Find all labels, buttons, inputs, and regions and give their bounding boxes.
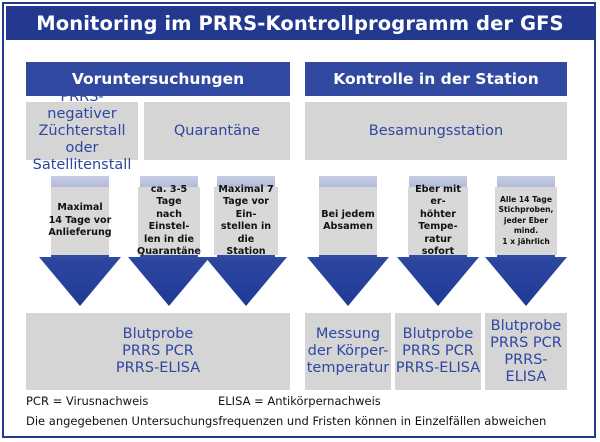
result-messung-temperatur: Messung der Körper- temperatur (305, 313, 391, 390)
location-zuechterstall-line: PRRS-negativer (47, 88, 117, 122)
arrow-label-line: Quarantäne (137, 246, 201, 257)
result-line: PRRS PCR (122, 343, 194, 359)
location-quarantaene: Quarantäne (144, 102, 290, 160)
arrow-label-line: Eber mit er- (415, 183, 461, 208)
location-zuechterstall: PRRS-negativer Züchterstall oder Satelli… (26, 89, 138, 173)
location-besamungsstation-label: Besamungsstation (368, 122, 504, 139)
arrow-label-line: jeder Eber mind. (503, 215, 549, 236)
result-line: PRRS PCR (490, 334, 562, 351)
arrow-label-line: Absamen (323, 221, 373, 232)
location-zuechterstall-line: Satellitenstall (32, 156, 132, 173)
result-line: Messung (315, 326, 381, 342)
legend-pcr: PCR = Virusnachweis (26, 394, 149, 408)
arrow-label-line: Bei jedem (321, 208, 375, 220)
result-line: Blutprobe (490, 317, 562, 334)
result-blutprobe-stichproben: Blutprobe PRRS PCR PRRS-ELISA (485, 313, 567, 390)
result-line: PRRS-ELISA (504, 351, 548, 385)
arrow-label-line: Alle 14 Tage (500, 194, 552, 204)
arrow-label-line: ratur sofort (421, 233, 455, 258)
result-blutprobe-voruntersuchung: Blutprobe PRRS PCR PRRS-ELISA (26, 313, 290, 390)
location-zuechterstall-line: Züchterstall oder (38, 122, 126, 156)
arrow-label-line: len in die (143, 233, 195, 245)
result-line: Blutprobe (402, 326, 474, 342)
result-line: PRRS PCR (402, 343, 474, 359)
arrow-label-line: stellen in die (220, 221, 272, 245)
result-line: temperatur (306, 360, 390, 376)
diagram-title: Monitoring im PRRS-Kontrollprogramm der … (6, 6, 594, 40)
arrow-label-line: Maximal 7 (218, 183, 274, 195)
result-line: PRRS-ELISA (115, 360, 201, 376)
arrow-label-line: höhter Tempe- (418, 208, 458, 233)
location-besamungsstation: Besamungsstation (305, 102, 567, 160)
arrow-label-line: Tage vor Ein- (222, 196, 270, 220)
result-line: der Körper- (307, 343, 389, 359)
result-blutprobe-eber: Blutprobe PRRS PCR PRRS-ELISA (395, 313, 481, 390)
arrow-label-line: 1 x jährlich (502, 236, 550, 246)
arrow-label-line: Stichproben, (498, 205, 554, 215)
location-quarantaene-label: Quarantäne (173, 122, 261, 139)
arrow-label-line: Anlieferung (48, 227, 112, 239)
legend-elisa: ELISA = Antikörpernachweis (218, 394, 381, 408)
arrow-label-line: nach Einstel- (148, 208, 190, 233)
arrow-label: Eber mit er-höhter Tempe-ratur sofort (408, 183, 468, 257)
footnote: Die angegebenen Untersuchungsfrequenzen … (26, 414, 547, 428)
arrow-label-line: ca. 3-5 Tage (150, 183, 188, 208)
arrow-label-line: 14 Tage vor (48, 214, 112, 226)
result-line: Blutprobe (122, 326, 194, 342)
arrow-label-line: Maximal (57, 202, 103, 214)
arrow-label-line: Station (226, 246, 266, 257)
section-header-kontrolle-station: Kontrolle in der Station (305, 62, 567, 96)
result-line: PRRS-ELISA (395, 360, 481, 376)
section-header-voruntersuchungen: Voruntersuchungen (26, 62, 290, 96)
